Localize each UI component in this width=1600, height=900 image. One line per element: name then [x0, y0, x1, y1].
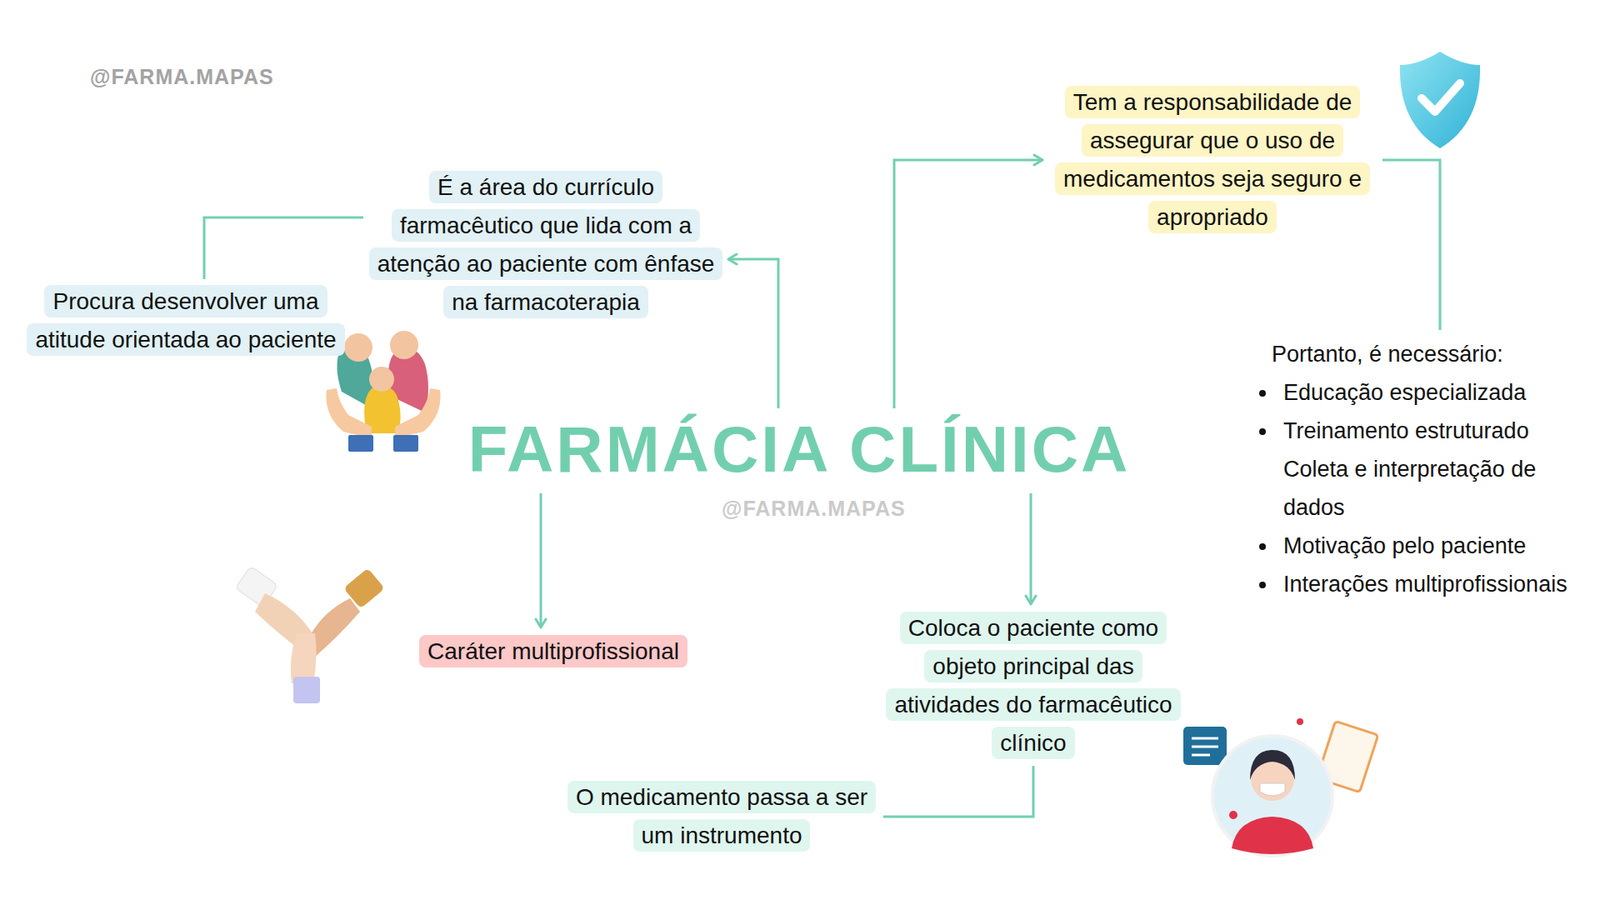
connector — [540, 493, 543, 628]
clinician-icon-part — [1260, 783, 1285, 796]
clinician-icon — [1183, 718, 1379, 856]
watermark: @FARMA.MAPAS — [90, 65, 275, 90]
connector — [883, 765, 1034, 817]
family-icon-part — [369, 366, 395, 392]
shield-icon — [1400, 51, 1480, 149]
node-text: É a área do currículo farmacêutico que l… — [369, 170, 724, 319]
connector — [728, 259, 779, 409]
clinician-icon-part — [1212, 735, 1333, 856]
family-icon-part — [344, 333, 373, 362]
family-icon-part — [325, 388, 372, 439]
clinician-icon-part — [1191, 754, 1210, 757]
instrument-box: O medicamento passa a ser um instrumento — [563, 778, 880, 855]
central-title: FARMÁCIA CLÍNICA — [468, 416, 1131, 482]
node-text: Tem a responsabilidade de assegurar que … — [1055, 85, 1370, 234]
patient-focus-box: Coloca o paciente como objeto principal … — [883, 609, 1184, 763]
shield-icon-part — [1421, 83, 1460, 112]
clinician-icon-part — [1296, 718, 1304, 725]
clinician-icon-part — [1229, 810, 1238, 820]
clinician-icon-part — [1250, 750, 1295, 780]
bullet-list: Educação especializadaTreinamento estrut… — [1250, 373, 1590, 604]
connector — [204, 217, 364, 280]
responsibility-box: Tem a responsabilidade de assegurar que … — [1045, 83, 1380, 237]
family-icon-part — [395, 388, 441, 439]
hands-icon — [235, 565, 385, 704]
connector — [1382, 160, 1440, 330]
family-icon-part — [348, 435, 374, 452]
connector — [894, 160, 1043, 409]
shield-icon-part — [1400, 51, 1480, 149]
definition-box: É a área do currículo farmacêutico que l… — [366, 168, 725, 322]
hands-icon-part — [290, 633, 317, 684]
family-icon-part — [390, 330, 419, 360]
list-heading: Portanto, é necessário: — [1271, 335, 1590, 374]
attitude-box: Procura desenvolver uma atitude orientad… — [10, 282, 361, 360]
clinician-icon-part — [1231, 816, 1314, 855]
node-text: O medicamento passa a ser um instrumento — [567, 780, 876, 852]
node-text: Caráter multiprofissional — [419, 635, 688, 668]
clinician-icon-part — [1191, 745, 1219, 749]
list-item: Interações multiprofissionais — [1278, 565, 1590, 604]
clinician-icon-part — [1183, 726, 1227, 765]
requirements-list: Portanto, é necessário:Educação especial… — [1250, 335, 1590, 604]
multiprofessional-box: Caráter multiprofissional — [419, 632, 688, 671]
list-item: Educação especializada — [1278, 373, 1590, 412]
family-icon-part — [393, 435, 419, 452]
watermark: @FARMA.MAPAS — [721, 496, 906, 521]
connector — [1030, 493, 1033, 605]
list-item: Treinamento estruturado Coleta e interpr… — [1278, 411, 1590, 527]
node-text: Procura desenvolver uma atitude orientad… — [26, 285, 345, 356]
node-text: Coloca o paciente como objeto principal … — [885, 611, 1180, 760]
clinician-icon-part — [1191, 737, 1219, 740]
list-item: Motivação pelo paciente — [1278, 526, 1590, 565]
hands-icon-part — [293, 676, 320, 704]
title-text: FARMÁCIA CLÍNICA — [468, 416, 1131, 482]
